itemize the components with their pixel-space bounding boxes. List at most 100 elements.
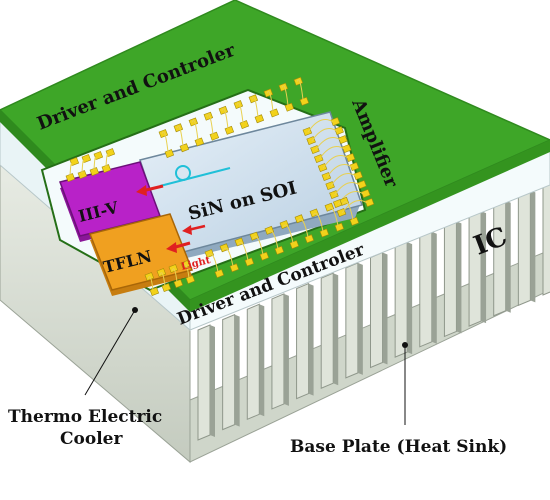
heat-sink-fin [246,303,260,421]
wire-bond-icon [315,137,341,151]
bond-pad-icon [338,135,348,144]
wire-bond-icon [330,173,357,187]
bond-pad-icon [342,144,352,153]
bond-pad-icon [309,208,320,218]
heat-sink-fin-shadow [481,211,487,324]
heat-sink-fin-shadow [357,262,363,375]
wire-bond-icon [266,91,274,112]
bond-pad-icon [353,171,363,180]
heat-sink-fin [197,324,211,441]
wire-bond-icon [183,264,190,279]
bond-pad-icon [69,157,80,166]
bond-pad-icon [81,154,92,163]
wire-bond-icon [252,236,264,255]
bond-pad-icon [330,117,341,126]
heat-sink-fin [222,313,236,431]
heat-sink-fin-shadow [505,200,511,313]
wire-bond-icon [176,125,184,147]
wire-bond-icon [236,102,244,124]
wire-bond-icon [105,154,109,168]
bond-pad-icon [274,245,285,255]
wire-bond-icon [93,157,97,171]
heat-sink-fin [542,181,550,296]
wire-bond-icon [341,200,368,214]
bond-pad-icon [101,164,112,173]
heat-sink-fin [443,220,457,338]
base-plate-label: Base Plate (Heat Sink) [290,437,507,457]
bond-pad-icon [249,231,260,241]
heat-sink-fin-shadow [210,325,215,437]
heat-sink-fin-shadow [530,190,536,303]
wire-bond-icon [297,218,309,238]
heat-sink-fin-shadow [234,314,240,427]
tec-label-line1: Thermo Electric [8,407,162,427]
bond-pad-icon [234,237,245,247]
bond-pads [65,76,375,296]
heat-sink-fin-shadow [431,231,437,344]
heat-sink-fin-shadow [259,304,265,417]
wire-bond-icon [221,108,229,129]
iii-v-chip [59,161,161,242]
bond-pad-icon [105,148,116,157]
wire-bond-icon [159,272,166,287]
bond-pad-icon [229,263,240,273]
wire-bond-icon [69,163,73,177]
bond-pad-icon [93,151,104,160]
heat-sink [0,159,550,464]
heat-sink-fin [370,251,383,369]
wire-bond-icon [318,146,345,160]
bond-pad-icon [334,222,345,232]
bond-pad-icon [204,249,215,258]
wire-bond-icon [334,182,360,196]
wire-bond-icon [326,164,353,178]
wire-bond-icon [171,268,178,283]
bond-pad-icon [219,243,230,253]
tec-leader-dot [132,307,138,313]
heat-sink-fin-shadow [407,242,413,355]
bond-pad-icon [259,251,270,261]
heat-sink-fin [394,241,408,358]
wire-bond-icon [206,114,214,135]
heat-sink-fin [493,199,507,317]
wire-bond-icon [281,85,289,106]
heat-sink-fin-shadow [382,252,388,365]
wire-bond-icon [327,207,339,226]
bond-pad-icon [304,234,315,244]
heat-sink-fin [296,282,310,400]
wire-bond-icon [322,155,349,169]
wire-bond-icon [282,224,294,244]
heat-sink-fin [419,231,433,348]
heat-sink-fin-shadow [308,283,314,396]
tec-leader-line [84,309,136,396]
wire-bond-icon [81,160,85,174]
bond-pad-icon [334,126,344,135]
wire-bond-icon [311,128,338,142]
bond-pad-icon [339,196,350,206]
heat-sink-fins [197,181,550,441]
bond-pad-icon [77,170,88,179]
wire-bond-icon [222,247,234,267]
bond-pad-icon [364,198,375,207]
heat-sink-fin-shadow [283,293,289,406]
bond-pad-icon [345,153,356,162]
wire-bond-icon [207,253,219,273]
tfln-chip [88,213,194,296]
bond-pad-icon [357,180,367,189]
tfln-top [88,213,194,291]
wire-bond-icon [237,241,249,261]
light-arrow-icon [136,184,206,253]
sin-on-soi-chip [138,111,363,262]
wire-bond-icon [161,131,169,153]
bond-pad-icon [289,240,300,249]
bond-pad-icon [324,202,335,212]
bond-pad-icon [244,257,255,267]
bond-pad-icon [349,162,360,171]
wire-bond-icon [147,276,154,291]
base-plate-leader-dot [402,342,408,348]
bond-pad-icon [264,225,275,235]
bond-pad-icon [319,228,330,238]
pcb-front-edge [190,140,550,312]
heat-sink-fin [468,210,482,327]
heat-sink-fin [320,272,334,389]
